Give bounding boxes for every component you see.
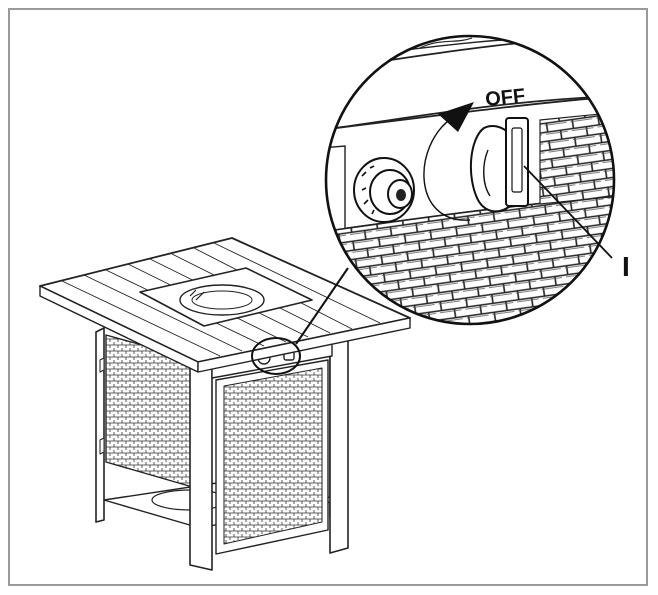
gas-control-knob-icon (353, 157, 415, 223)
igniter-switch-icon (469, 117, 529, 213)
off-caption: OFF (484, 85, 526, 111)
zoom-detail (324, 34, 616, 326)
detail-highlight-circle (251, 337, 301, 375)
zoom-leader-line (295, 267, 349, 345)
curved-arrow-icon (423, 102, 474, 221)
callout-label: I (622, 251, 630, 282)
callout-leader-line (523, 165, 613, 259)
fire-pit-table-icon (39, 237, 411, 571)
